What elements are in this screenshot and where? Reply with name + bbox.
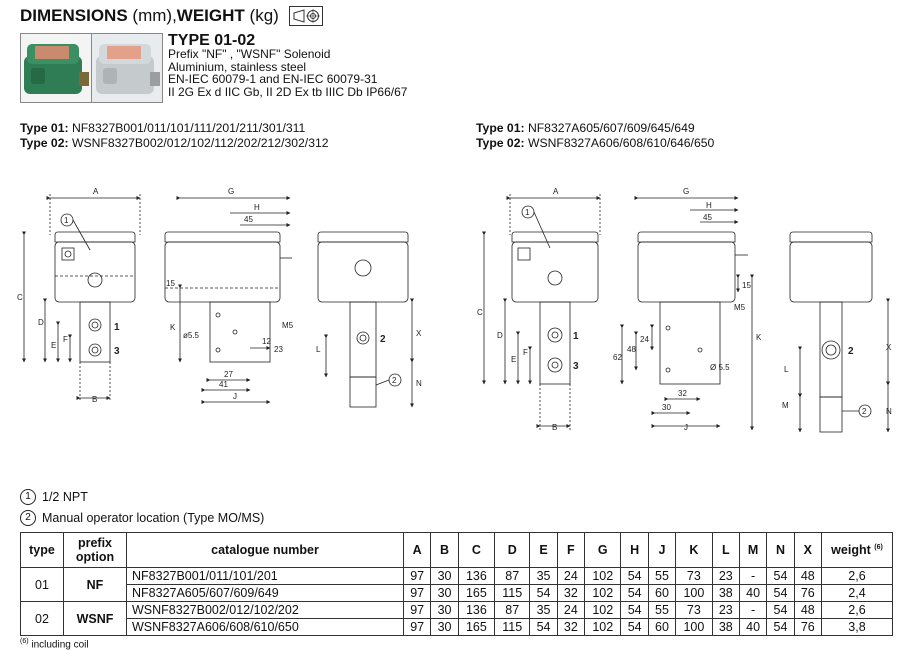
port-2: 2 — [380, 334, 386, 345]
dim-label-e: E — [51, 341, 56, 350]
dim-label-41: 41 — [219, 380, 228, 389]
projection-symbol-icon — [289, 6, 323, 26]
dim-label-f-right: F — [523, 348, 528, 357]
dim-label-5-5: ø5.5 — [183, 331, 200, 340]
dim-label-l: L — [316, 345, 321, 354]
col-h: H — [620, 532, 649, 568]
left-back-view — [317, 231, 414, 408]
dim-label-a: A — [93, 187, 99, 196]
dim-label-48: 48 — [627, 345, 636, 354]
product-photo-green — [20, 33, 92, 103]
dim-label-k-right: K — [756, 333, 762, 342]
left-side-view — [164, 196, 292, 404]
note-2: 2 Manual operator location (Type MO/MS) — [20, 510, 264, 526]
col-g: G — [584, 532, 622, 568]
dim-label-23: 23 — [274, 345, 283, 354]
dim-label-d: D — [38, 318, 44, 327]
left-front-view — [22, 194, 141, 402]
product-photo-stainless — [91, 33, 163, 103]
col-l: L — [711, 532, 740, 568]
col-j: J — [647, 532, 677, 568]
dim-label-k: K — [170, 323, 176, 332]
dimension-drawings: A 1 C D E F 1 3 B G H 45 15 K ø5.5 M5 12… — [17, 187, 892, 433]
dim-label-e-right: E — [511, 355, 516, 364]
note-1: 1 1/2 NPT — [20, 489, 88, 505]
dim-label-g-right: G — [683, 187, 689, 196]
col-weight: weight (6) — [821, 532, 893, 568]
dim-label-c: C — [17, 293, 23, 302]
dimensions-table: type prefix option catalogue number A B … — [20, 532, 893, 636]
dim-label-n-right: N — [886, 407, 892, 416]
type-list-right: Type 01: NF8327A605/607/609/645/649 Type… — [476, 121, 715, 150]
port-3-right: 3 — [573, 361, 579, 372]
col-f: F — [556, 532, 586, 568]
dim-label-h: H — [254, 203, 260, 212]
col-c: C — [457, 532, 496, 568]
type-title: TYPE 01-02 — [168, 32, 256, 49]
col-catalogue: catalogue number — [126, 532, 404, 568]
dim-label-x-right: X — [886, 343, 892, 352]
dim-label-m5-right: M5 — [734, 303, 746, 312]
dim-label-45: 45 — [244, 215, 253, 224]
dim-label-m5: M5 — [282, 321, 294, 330]
dim-label-m-right: M — [782, 401, 789, 410]
dim-label-l-right: L — [784, 365, 789, 374]
dim-label-30: 30 — [662, 403, 671, 412]
col-k: K — [675, 532, 713, 568]
col-e: E — [529, 532, 558, 568]
note-number-badge: 2 — [20, 510, 36, 526]
col-a: A — [402, 532, 432, 568]
right-side-view — [620, 196, 754, 431]
dim-label-n: N — [416, 379, 422, 388]
note-number-badge: 1 — [20, 489, 36, 505]
callout-1-right: 1 — [525, 208, 530, 217]
port-2-right: 2 — [848, 346, 854, 357]
dim-label-j-right: J — [684, 423, 688, 432]
dim-label-f: F — [63, 335, 68, 344]
dim-label-24: 24 — [640, 335, 649, 344]
type-list-left: Type 01: NF8327B001/011/101/111/201/211/… — [20, 121, 329, 150]
dim-label-j: J — [233, 392, 237, 401]
col-d: D — [494, 532, 531, 568]
page-title: DIMENSIONS (mm),WEIGHT (kg) — [20, 6, 279, 25]
callout-2-right: 2 — [862, 407, 867, 416]
dim-label-5-5-right: Ø 5.5 — [710, 363, 730, 372]
dim-label-45-right: 45 — [703, 213, 712, 222]
col-m: M — [738, 532, 768, 568]
dim-label-12: 12 — [262, 337, 271, 346]
dim-label-15: 15 — [166, 279, 175, 288]
dim-label-c-right: C — [477, 308, 483, 317]
dim-label-h-right: H — [706, 201, 712, 210]
right-back-view — [789, 231, 890, 433]
port-3: 3 — [114, 346, 120, 357]
dim-label-x: X — [416, 329, 422, 338]
callout-1: 1 — [64, 216, 69, 225]
dim-label-27: 27 — [224, 370, 233, 379]
col-b: B — [430, 532, 459, 568]
port-1: 1 — [114, 322, 120, 333]
col-x: X — [793, 532, 823, 568]
dim-label-b: B — [92, 395, 97, 404]
right-front-view — [482, 194, 601, 430]
dim-label-b-right: B — [552, 423, 557, 432]
col-prefix: prefix option — [63, 532, 127, 568]
dim-label-15-right: 15 — [742, 281, 751, 290]
dim-label-a-right: A — [553, 187, 559, 196]
product-description: Prefix "NF" , "WSNF" Solenoid Aluminium,… — [168, 47, 408, 99]
col-type: type — [20, 532, 64, 568]
port-1-right: 1 — [573, 331, 579, 342]
footnote: (6) including coil — [20, 638, 89, 650]
dim-label-62: 62 — [613, 353, 622, 362]
dim-label-d-right: D — [497, 331, 503, 340]
table-header-row: type prefix option catalogue number A B … — [20, 532, 893, 568]
dim-label-32: 32 — [678, 389, 687, 398]
callout-2: 2 — [392, 376, 397, 385]
col-n: N — [766, 532, 795, 568]
dim-label-g: G — [228, 187, 234, 196]
